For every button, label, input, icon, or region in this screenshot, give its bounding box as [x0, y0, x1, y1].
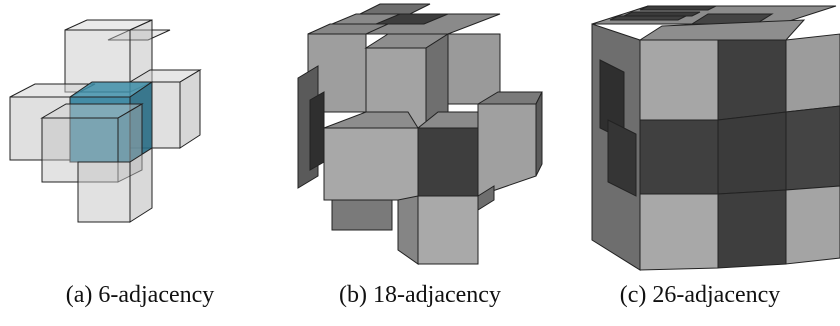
- cube-upper-right-front: [447, 33, 501, 105]
- cube-front-r2c2: [717, 111, 787, 195]
- cube-top-center: [375, 13, 449, 25]
- cube-top-strip-dark-1: [639, 5, 717, 11]
- cube-mid-right-front: [477, 103, 537, 197]
- voxel-bottom-side: [129, 147, 153, 223]
- cube-front-r1c2: [717, 39, 787, 121]
- cube-front-r3c1: [639, 193, 719, 271]
- voxel-right-side: [179, 69, 201, 149]
- cube-lower-center-front: [417, 195, 479, 265]
- caption-6-adjacency: (a) 6-adjacency: [65, 282, 215, 308]
- diagram-26-adjacency: [591, 5, 840, 271]
- cube-front-r2c1: [639, 119, 719, 195]
- cube-front-r3c2: [717, 189, 787, 269]
- caption-18-adjacency: (b) 18-adjacency: [339, 282, 501, 308]
- panel-18-adjacency: (b) 18-adjacency: [280, 0, 560, 326]
- caption-26-adjacency: (c) 26-adjacency: [619, 282, 781, 308]
- cube-upper-left-top: [307, 23, 389, 35]
- diagram-6-adjacency: [9, 19, 202, 223]
- cube-lower-center-left: [397, 195, 419, 265]
- cube-front-r2c3: [785, 105, 840, 191]
- cube-left-dark-2: [607, 119, 637, 197]
- panel-26-adjacency: (c) 26-adjacency: [560, 0, 840, 326]
- cube-top-strip-dark-3: [609, 15, 687, 21]
- cube-lower-left-front: [331, 199, 393, 231]
- cube-mid-center-front: [417, 127, 479, 197]
- voxel-back-top: [107, 29, 171, 41]
- cube-top-back: [359, 3, 431, 15]
- cube-front-r3c3: [785, 185, 840, 265]
- cube-lower-right-side: [477, 185, 495, 211]
- diagram-18-adjacency: [297, 3, 543, 265]
- cube-mid-right-edge: [535, 91, 543, 177]
- cube-mid-left-front: [323, 127, 419, 201]
- panel-6-adjacency: (a) 6-adjacency: [0, 0, 280, 326]
- cube-front-r1c1: [639, 39, 719, 121]
- cube-front-r1c3: [785, 33, 840, 113]
- cube-top-strip-dark-2: [623, 11, 701, 17]
- cube-mid-left-side-dark: [309, 91, 325, 171]
- cube-mid-left-top: [323, 111, 419, 129]
- cube-front-top-bevel: [638, 19, 806, 41]
- voxel-bottom-front: [77, 161, 131, 223]
